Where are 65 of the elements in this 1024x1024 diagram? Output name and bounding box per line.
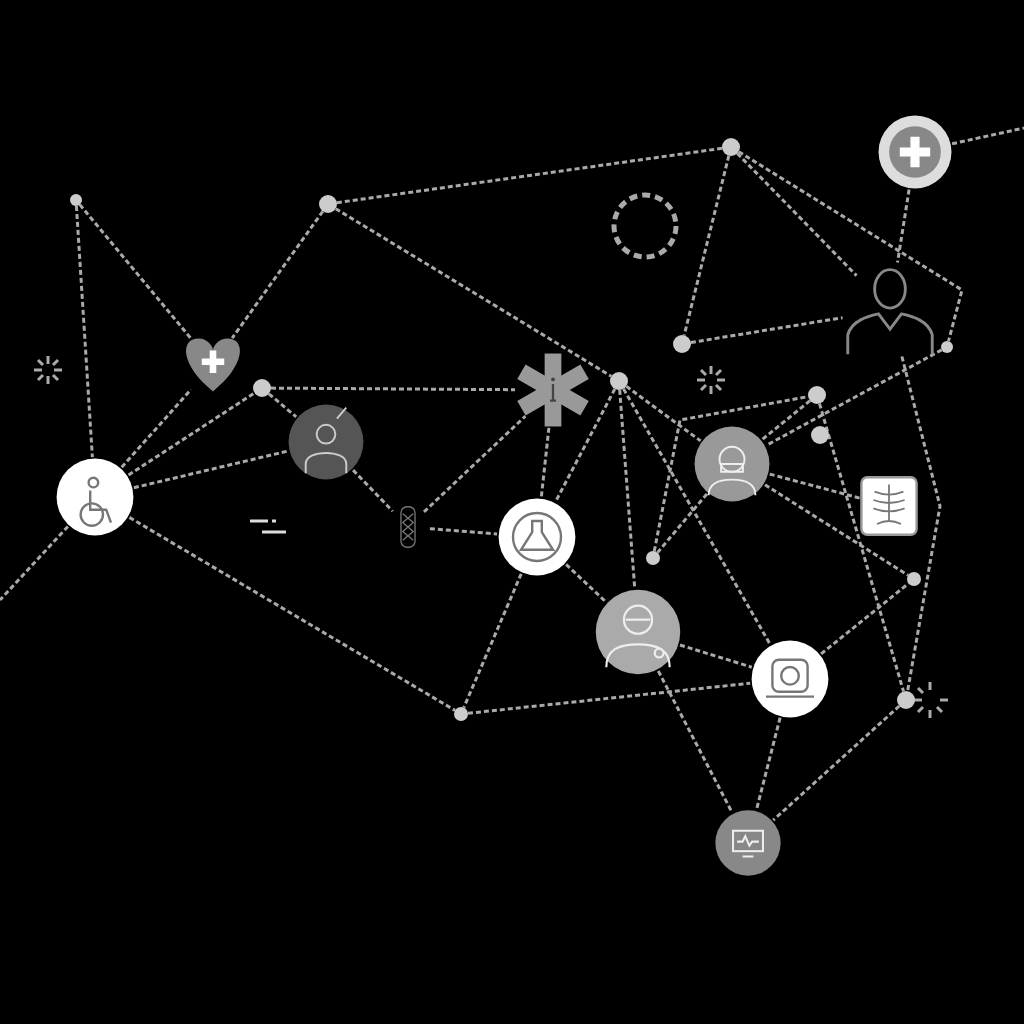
- dotted-connector: [618, 389, 637, 589]
- network-dot: [610, 372, 628, 390]
- wheelchair-patient-icon: [55, 457, 135, 537]
- medical-cross-badge-icon: [877, 114, 953, 190]
- dotted-connector: [652, 395, 809, 552]
- dotted-connector: [429, 527, 498, 536]
- network-dot: [722, 138, 740, 156]
- dotted-connector: [336, 146, 723, 205]
- network-dot: [808, 386, 826, 404]
- dotted-connector: [656, 670, 734, 814]
- flask-icon: [497, 497, 577, 577]
- dotted-connector: [467, 681, 751, 715]
- dotted-connector: [127, 391, 256, 477]
- network-dot: [897, 691, 915, 709]
- heart-monitor-icon: [714, 809, 782, 877]
- nurse-icon: [594, 588, 682, 676]
- dotted-connector: [625, 385, 702, 443]
- dotted-connector: [772, 704, 901, 822]
- dotted-connector: [230, 210, 325, 339]
- star-of-life-icon: [515, 352, 591, 428]
- masked-person-icon: [693, 425, 771, 503]
- dotted-connector: [656, 492, 709, 554]
- network-dot: [70, 194, 82, 206]
- dotted-connector: [422, 415, 527, 513]
- dotted-connector: [754, 717, 782, 811]
- dotted-connector: [820, 582, 910, 656]
- dotted-connector: [679, 643, 753, 669]
- dotted-connector: [764, 483, 909, 577]
- dotted-connector: [128, 516, 456, 712]
- dotted-connector: [352, 469, 394, 513]
- dotted-connector: [682, 155, 731, 336]
- dotted-connector: [765, 348, 943, 447]
- dotted-connector: [271, 386, 515, 392]
- dotted-connector: [818, 403, 905, 692]
- scientist-icon: [287, 403, 365, 481]
- dotted-connector: [120, 388, 193, 469]
- dotted-connector: [737, 150, 964, 342]
- chest-xray-icon: [859, 476, 919, 536]
- dotted-connector: [690, 316, 843, 344]
- dotted-connector: [462, 573, 523, 709]
- dotted-connector: [554, 388, 617, 503]
- network-dot: [941, 341, 953, 353]
- dotted-connector: [267, 392, 298, 419]
- dotted-connector: [900, 356, 942, 692]
- dotted-connector: [736, 152, 858, 277]
- dotted-connector: [896, 189, 911, 263]
- dotted-connector: [769, 472, 861, 500]
- network-dot: [253, 379, 271, 397]
- dotted-connector: [74, 205, 94, 458]
- mri-scanner-icon: [750, 639, 830, 719]
- network-dot: [907, 572, 921, 586]
- dotted-connector: [622, 388, 772, 646]
- dotted-connector: [539, 427, 551, 498]
- dotted-connector: [951, 126, 1024, 146]
- dotted-connector: [0, 525, 69, 601]
- network-dot: [811, 426, 829, 444]
- dotted-connector: [133, 449, 289, 490]
- network-dot: [454, 707, 468, 721]
- dotted-connector: [761, 399, 811, 441]
- dotted-connector: [78, 203, 194, 341]
- dotted-connector: [334, 207, 613, 378]
- network-dot: [319, 195, 337, 213]
- network-dot: [673, 335, 691, 353]
- network-dot: [646, 551, 660, 565]
- dotted-connector: [565, 563, 607, 603]
